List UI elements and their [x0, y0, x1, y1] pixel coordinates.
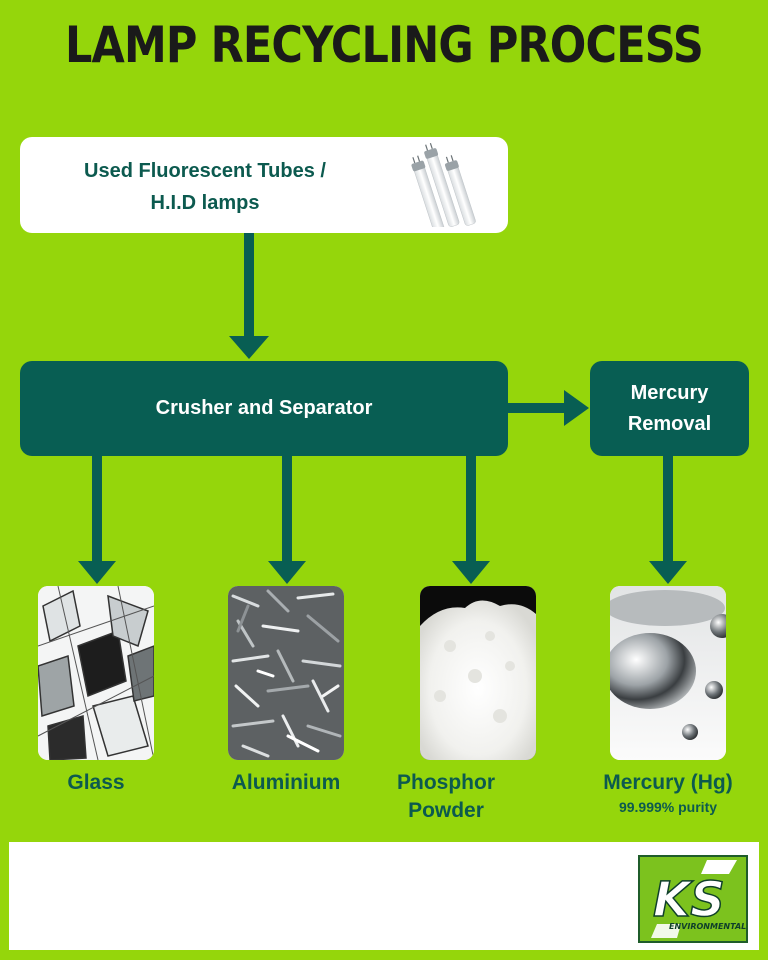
output-label-phosphor-line2: Powder [408, 799, 484, 822]
crusher-separator-box: Crusher and Separator [20, 361, 508, 456]
mercury-removal-line1: Mercury [630, 381, 709, 404]
mercury-purity: 99.999% purity [618, 799, 718, 815]
input-label-line2: H.I.D lamps [150, 192, 260, 214]
logo-subtext: ENVIRONMENTAL [669, 922, 746, 931]
mercury-removal-line2: Removal [627, 412, 712, 435]
input-label-line1: Used Fluorescent Tubes / [84, 160, 326, 182]
input-label: Used Fluorescent Tubes / H.I.D lamps [50, 155, 360, 219]
ks-environmental-logo: KS ENVIRONMENTAL [638, 855, 748, 943]
arrow-input-to-crusher [229, 233, 269, 359]
fluorescent-tubes-icon [411, 143, 476, 227]
footer-panel: KS ENVIRONMENTAL [9, 842, 759, 950]
output-label-phosphor-line1: Phosphor [397, 771, 495, 794]
output-label-phosphor: Phosphor Powder [388, 769, 504, 825]
crusher-label: Crusher and Separator [155, 397, 373, 419]
mercury-image [610, 586, 726, 760]
logo-letters: KS [653, 872, 725, 928]
arrow-crusher-to-mercury-removal [508, 390, 589, 426]
aluminium-image [228, 586, 344, 760]
arrow-to-aluminium [268, 456, 306, 584]
arrow-to-glass [78, 456, 116, 584]
output-label-aluminium: Aluminium [231, 771, 341, 794]
mercury-removal-box: Mercury Removal [590, 361, 749, 456]
arrow-to-phosphor [452, 456, 490, 584]
phosphor-powder-image [420, 586, 536, 760]
output-label-mercury: Mercury (Hg) 99.999% purity [585, 769, 751, 817]
glass-image [38, 586, 154, 760]
input-box-used-lamps: Used Fluorescent Tubes / H.I.D lamps [20, 137, 508, 233]
page-title: LAMP RECYCLING PROCESS [64, 16, 704, 74]
arrow-to-mercury [649, 456, 687, 584]
output-label-mercury-name: Mercury (Hg) [603, 771, 733, 794]
output-label-glass: Glass [67, 771, 125, 794]
